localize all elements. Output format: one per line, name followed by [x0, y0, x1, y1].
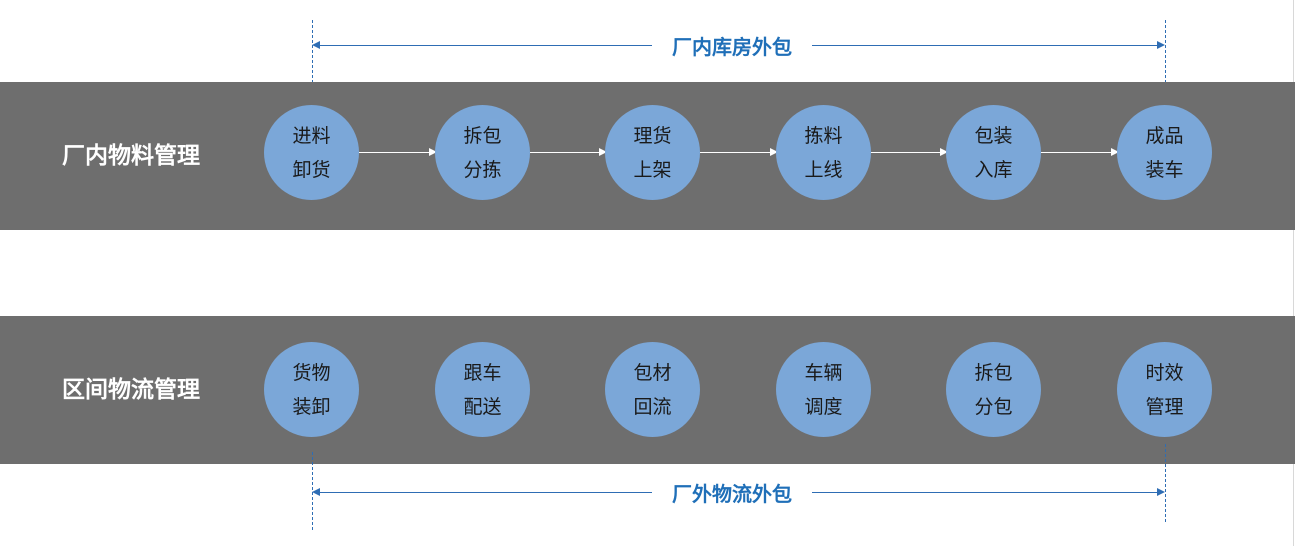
- node-line1: 货物: [292, 361, 331, 384]
- top-span-label: 厂内库房外包: [652, 31, 812, 60]
- node-arrange-shelve: 理货 上架: [605, 105, 700, 200]
- right-edge-line: [1293, 0, 1294, 546]
- node-pack-store: 包装 入库: [946, 105, 1041, 200]
- node-line2: 装卸: [292, 395, 331, 418]
- node-unpack-subpack: 拆包 分包: [946, 342, 1041, 437]
- band-interzone-logistics: 区间物流管理 货物 装卸 跟车 配送 包材 回流 车辆 调度 拆包 分包 时效 …: [0, 316, 1295, 464]
- node-unpack-sort: 拆包 分拣: [435, 105, 530, 200]
- node-pick-feed-line: 拣料 上线: [776, 105, 871, 200]
- node-line2: 回流: [633, 395, 672, 418]
- node-timeliness-management: 时效 管理: [1117, 342, 1212, 437]
- flow-arrow-4: [871, 148, 948, 156]
- node-line1: 拆包: [974, 361, 1013, 384]
- node-line2: 分包: [974, 395, 1013, 418]
- top-left-dashed-line: [312, 20, 313, 98]
- band-label-interzone-logistics: 区间物流管理: [62, 377, 200, 403]
- node-line1: 跟车: [463, 361, 502, 384]
- node-line1: 车辆: [804, 361, 843, 384]
- node-line2: 配送: [463, 395, 502, 418]
- node-escort-delivery: 跟车 配送: [435, 342, 530, 437]
- flow-arrow-2: [530, 148, 607, 156]
- node-cargo-handling: 货物 装卸: [264, 342, 359, 437]
- node-line2: 上线: [804, 158, 843, 181]
- flow-arrow-5: [1041, 148, 1119, 156]
- band-factory-material: 厂内物料管理 进料 卸货 拆包 分拣 理货 上架 拣料 上线 包装 入库 成品 …: [0, 82, 1295, 230]
- node-line2: 上架: [633, 158, 672, 181]
- node-line1: 包装: [974, 124, 1013, 147]
- band-label-factory-material: 厂内物料管理: [62, 143, 200, 169]
- node-line2: 分拣: [463, 158, 502, 181]
- node-line2: 入库: [974, 158, 1013, 181]
- node-line1: 拣料: [804, 124, 843, 147]
- node-packaging-return: 包材 回流: [605, 342, 700, 437]
- node-unload-materials: 进料 卸货: [264, 105, 359, 200]
- bottom-right-dashed-line: [1165, 444, 1166, 522]
- node-line1: 拆包: [463, 124, 502, 147]
- node-line1: 进料: [292, 124, 331, 147]
- flow-arrow-3: [700, 148, 778, 156]
- node-line2: 调度: [804, 395, 843, 418]
- node-line2: 管理: [1145, 395, 1184, 418]
- node-line1: 包材: [633, 361, 672, 384]
- node-line2: 卸货: [292, 158, 331, 181]
- bottom-span-label: 厂外物流外包: [652, 478, 812, 507]
- node-load-finished-goods: 成品 装车: [1117, 105, 1212, 200]
- node-line1: 理货: [633, 124, 672, 147]
- node-line1: 时效: [1145, 361, 1184, 384]
- flow-arrow-1: [359, 148, 437, 156]
- node-line1: 成品: [1145, 124, 1184, 147]
- top-right-dashed-line: [1165, 20, 1166, 98]
- node-vehicle-dispatch: 车辆 调度: [776, 342, 871, 437]
- node-line2: 装车: [1145, 158, 1184, 181]
